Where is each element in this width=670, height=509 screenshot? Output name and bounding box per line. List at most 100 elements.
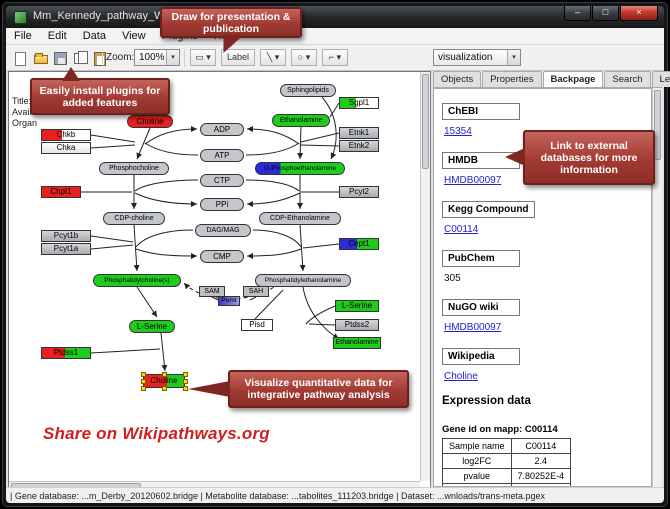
selection-handle[interactable] bbox=[183, 379, 188, 384]
pathway-node-cmp[interactable]: CMP bbox=[200, 250, 244, 263]
pathway-node-choline[interactable]: Choline bbox=[141, 372, 188, 391]
pathway-node-cept1[interactable]: Cept1 bbox=[339, 238, 379, 250]
database-id-link[interactable]: HMDB00097 bbox=[444, 322, 502, 333]
pathway-node-sgpl1[interactable]: Sgpl1 bbox=[339, 97, 379, 109]
pathway-node-etnk1[interactable]: Etnk1 bbox=[339, 127, 379, 139]
pathway-node-cdp-ethanolamine[interactable]: CDP-Ethanolamine bbox=[259, 212, 341, 225]
database-id-link[interactable]: HMDB00097 bbox=[444, 175, 502, 186]
pathway-node-phosphatidylethanolamine[interactable]: Phosphatidylethanolamine bbox=[255, 274, 351, 287]
tab-search[interactable]: Search bbox=[604, 71, 651, 87]
datanode-tool[interactable]: ▭ ▾ bbox=[190, 49, 216, 66]
menu-item-edit[interactable]: Edit bbox=[47, 30, 67, 42]
pathway-node-cdp-choline[interactable]: CDP-choline bbox=[103, 212, 165, 225]
pathway-node-ptdss1[interactable]: Ptdss1 bbox=[41, 347, 91, 359]
selection-handle[interactable] bbox=[162, 386, 167, 391]
expression-table-cell: 2.4 bbox=[510, 453, 572, 469]
callout-link-databases: Link to external databases for more info… bbox=[505, 130, 655, 185]
pathway-node-ptdss2[interactable]: Ptdss2 bbox=[335, 319, 379, 331]
canvas-vertical-scrollbar[interactable] bbox=[420, 72, 430, 481]
pathway-node-chkb[interactable]: Chkb bbox=[41, 129, 91, 141]
line-tool[interactable]: ╲ ▾ bbox=[260, 49, 286, 66]
pathway-node-l-serine[interactable]: L-Serine bbox=[335, 300, 379, 312]
sidebar-scrollbar[interactable] bbox=[652, 88, 662, 487]
callout-draw-text: Draw for presentation & publication bbox=[171, 10, 291, 35]
database-id-link[interactable]: Choline bbox=[444, 371, 478, 382]
new-file-button[interactable] bbox=[10, 48, 30, 68]
zoom-value: 100% bbox=[139, 52, 165, 63]
visualization-combobox[interactable]: visualization ▾ bbox=[433, 49, 521, 66]
database-id-link[interactable]: C00114 bbox=[444, 224, 479, 235]
gene-id-line: Gene id on mapp: C00114 bbox=[442, 424, 558, 435]
close-button[interactable]: × bbox=[620, 6, 658, 21]
callout-plugins-text: Easily install plugins for added feature… bbox=[39, 84, 161, 109]
menu-item-data[interactable]: Data bbox=[82, 30, 106, 42]
zoom-combobox[interactable]: 100% ▾ bbox=[134, 49, 180, 66]
pathway-node-sphingolipids[interactable]: Sphingolipids bbox=[280, 84, 336, 97]
expression-table-cell: pvalue bbox=[442, 468, 512, 484]
toolbar-separator bbox=[102, 49, 103, 67]
paste-button[interactable] bbox=[90, 48, 110, 68]
pathway-node-pcyt1a[interactable]: Pcyt1a bbox=[41, 243, 91, 255]
database-name-header: PubChem bbox=[442, 250, 520, 267]
chevron-down-icon[interactable]: ▾ bbox=[166, 50, 179, 65]
pathway-node-sah[interactable]: SAH bbox=[243, 286, 269, 297]
pathway-node-ethanolamine[interactable]: Ethanolamine bbox=[272, 114, 330, 127]
pathway-node-dag-mag[interactable]: DAG/MAG bbox=[195, 224, 251, 237]
visualization-value: visualization bbox=[438, 52, 493, 63]
pathway-node-phosphatidylcholine-s[interactable]: Phosphatidylcholine(s) bbox=[93, 274, 181, 287]
menu-item-view[interactable]: View bbox=[121, 30, 146, 42]
title-bar[interactable]: Mm_Kennedy_pathway_WP1771_45176.gp... – … bbox=[6, 6, 664, 28]
status-bar: | Gene database: ...m_Derby_20120602.bri… bbox=[6, 487, 664, 503]
open-button[interactable] bbox=[30, 48, 50, 68]
tab-legend[interactable]: Legend bbox=[651, 71, 670, 87]
menu-item-file[interactable]: File bbox=[14, 30, 32, 42]
expression-data-title: Expression data bbox=[442, 395, 531, 407]
copy-button[interactable] bbox=[70, 48, 90, 68]
chevron-down-icon[interactable]: ▾ bbox=[507, 50, 520, 65]
menu-bar: FileEditDataViewPluginsHelp bbox=[6, 28, 664, 45]
pathway-node-phosphocholine[interactable]: Phosphocholine bbox=[99, 162, 169, 175]
database-id-link[interactable]: 15354 bbox=[444, 126, 472, 137]
pathway-node-adp[interactable]: ADP bbox=[200, 123, 244, 136]
pathway-node-pcyt2[interactable]: Pcyt2 bbox=[339, 186, 379, 198]
selection-handle[interactable] bbox=[141, 372, 146, 377]
expression-table-row: typemet bbox=[442, 483, 572, 486]
selection-handle[interactable] bbox=[141, 386, 146, 391]
connector-tool[interactable]: ⌐ ▾ bbox=[322, 49, 348, 66]
pathway-node-chpt1[interactable]: Chpt1 bbox=[41, 186, 81, 198]
maximize-button[interactable]: □ bbox=[592, 6, 619, 21]
selection-handle[interactable] bbox=[141, 379, 146, 384]
pathway-node-ctp[interactable]: CTP bbox=[200, 174, 244, 187]
tab-objects[interactable]: Objects bbox=[433, 71, 482, 87]
pathway-node-ppi[interactable]: PPi bbox=[200, 198, 244, 211]
tab-properties[interactable]: Properties bbox=[482, 71, 542, 87]
scrollbar-thumb[interactable] bbox=[654, 90, 661, 160]
pathway-node-atp[interactable]: ATP bbox=[200, 149, 244, 162]
scrollbar-thumb[interactable] bbox=[422, 74, 429, 169]
save-icon bbox=[54, 52, 67, 65]
pathway-node-choline[interactable]: Choline bbox=[127, 115, 173, 128]
minimize-button[interactable]: – bbox=[564, 6, 591, 21]
pathway-node-etnk2[interactable]: Etnk2 bbox=[339, 140, 379, 152]
label-tool[interactable]: Label bbox=[221, 49, 255, 66]
pathway-node-pisd[interactable]: Pisd bbox=[241, 319, 273, 331]
pathway-node-ethanolamine[interactable]: Ethanolamine bbox=[333, 337, 381, 349]
expression-table-cell: C00114 bbox=[510, 438, 572, 454]
pathway-node-l-serine[interactable]: L-Serine bbox=[129, 320, 175, 333]
copy-icon bbox=[74, 51, 88, 64]
pathway-node-o-phosphoethanolamine[interactable]: O-Phosphoethanolamine bbox=[255, 162, 345, 175]
selection-handle[interactable] bbox=[183, 386, 188, 391]
pathway-node-pemt[interactable]: Pemt bbox=[218, 296, 240, 306]
selection-handle[interactable] bbox=[183, 372, 188, 377]
save-button[interactable] bbox=[50, 48, 70, 68]
tab-backpage[interactable]: Backpage bbox=[542, 71, 604, 87]
shape-tool[interactable]: ○ ▾ bbox=[291, 49, 317, 66]
selection-handle[interactable] bbox=[162, 372, 167, 377]
pathway-node-pcyt1b[interactable]: Pcyt1b bbox=[41, 230, 91, 242]
expression-table-cell: met bbox=[510, 483, 572, 486]
pathway-node-chka[interactable]: Chka bbox=[41, 142, 91, 154]
